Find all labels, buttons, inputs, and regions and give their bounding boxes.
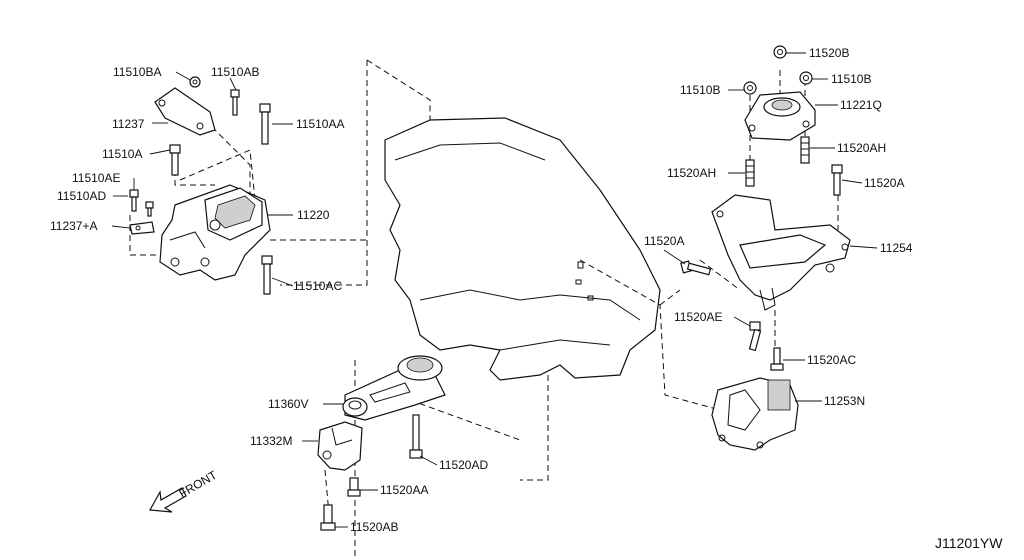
label-11510AE: 11510AE (72, 171, 121, 185)
mount-insulator-11221Q (744, 91, 816, 141)
leader-lines (111, 52, 878, 528)
label-11360V: 11360V (268, 397, 308, 411)
label-11520AB: 11520AB (350, 520, 399, 534)
bolt-11510AE (129, 189, 139, 212)
nut-11510B-right (799, 71, 813, 85)
label-11510B-left: 11510B (680, 83, 720, 97)
label-11520AH-right: 11520AH (837, 141, 886, 155)
label-11220: 11220 (297, 208, 330, 222)
engine-block (384, 117, 661, 381)
bolt-11520A-lower (680, 260, 712, 276)
mount-bracket-11220 (159, 184, 271, 281)
front-label: FRONT (177, 467, 220, 500)
label-11510BA: 11510BA (113, 65, 162, 79)
label-11510AA: 11510AA (296, 117, 345, 131)
label-11520A-lower: 11520A (644, 234, 684, 248)
nut-11520B (773, 45, 787, 59)
label-11520B: 11520B (809, 46, 849, 60)
label-11520AC: 11520AC (807, 353, 856, 367)
bolt-11520AD (409, 414, 423, 459)
bolt-11510AB (230, 89, 240, 116)
label-11253N: 11253N (824, 394, 865, 408)
label-11510AC: 11510AC (293, 279, 342, 293)
label-11520AH-left: 11520AH (667, 166, 716, 180)
label-11510B-right: 11510B (831, 72, 871, 86)
label-11237A: 11237+A (50, 219, 98, 233)
label-11237: 11237 (112, 117, 145, 131)
label-11520A-upper: 11520A (864, 176, 904, 190)
part-labels: 11510BA 11510AB 11237 11510AA 11510A 115… (50, 46, 913, 534)
front-direction-indicator: FRONT (149, 467, 220, 513)
front-arrow-icon (149, 487, 187, 513)
label-11254: 11254 (880, 241, 913, 255)
bolt-11520A-upper (831, 164, 843, 196)
bolt-11510AC (261, 255, 273, 295)
bolt-11520AB (320, 504, 336, 531)
stud-11520AH-left (745, 159, 755, 187)
bolt-11520AC (770, 347, 784, 371)
bracket-11237A (129, 221, 155, 235)
diagram-code: J11201YW (935, 535, 1003, 551)
bolt-11510AA (259, 103, 271, 145)
stud-11520AH-right (800, 136, 810, 164)
bolt-11520AE (748, 321, 762, 352)
label-11510AB: 11510AB (211, 65, 260, 79)
bolt-11520AA (347, 477, 361, 497)
torque-rod-11360V (342, 355, 446, 421)
bracket-11254 (711, 194, 851, 311)
mount-11253N (711, 377, 799, 451)
label-11510AD: 11510AD (57, 189, 106, 203)
label-11520AD: 11520AD (439, 458, 488, 472)
bracket-11237 (154, 87, 216, 136)
bolt-11510BA (189, 76, 201, 88)
bolt-11510A (169, 144, 181, 176)
label-11510A: 11510A (102, 147, 142, 161)
label-11520AA: 11520AA (380, 483, 429, 497)
label-11332M: 11332M (250, 434, 292, 448)
bolt-11510AD (145, 201, 154, 217)
label-11221Q: 11221Q (840, 98, 882, 112)
bracket-11332M (317, 421, 363, 471)
label-11520AE: 11520AE (674, 310, 723, 324)
nut-11510B-left (743, 81, 757, 95)
